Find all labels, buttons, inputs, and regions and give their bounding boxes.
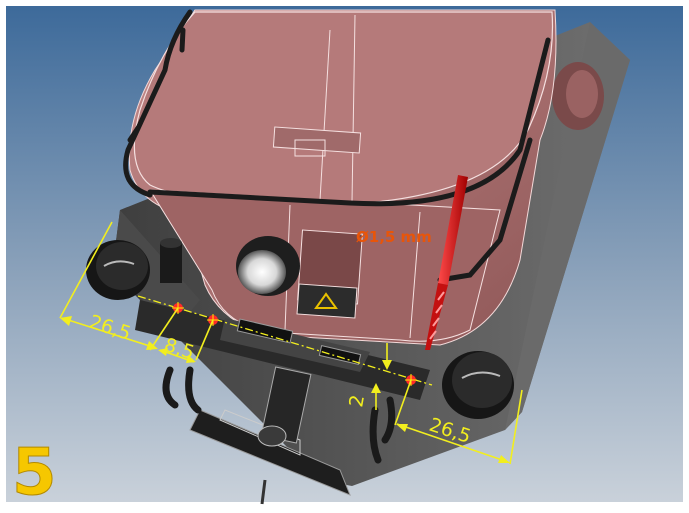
drill-size-label: Ø1,5 mm (356, 228, 432, 246)
buffer-left (86, 240, 150, 300)
coupler (160, 238, 396, 505)
warning-triangle-icon (314, 292, 338, 309)
dimension-lines (59, 221, 523, 465)
drill-bit (425, 175, 468, 350)
dim-height-offset: 2 (345, 393, 369, 409)
reference-lines (137, 295, 433, 386)
buffer-right (442, 351, 514, 419)
side-lamp (552, 62, 604, 130)
step-number: 5 (12, 436, 57, 508)
warning-sign (296, 283, 358, 319)
headlight (236, 236, 300, 296)
